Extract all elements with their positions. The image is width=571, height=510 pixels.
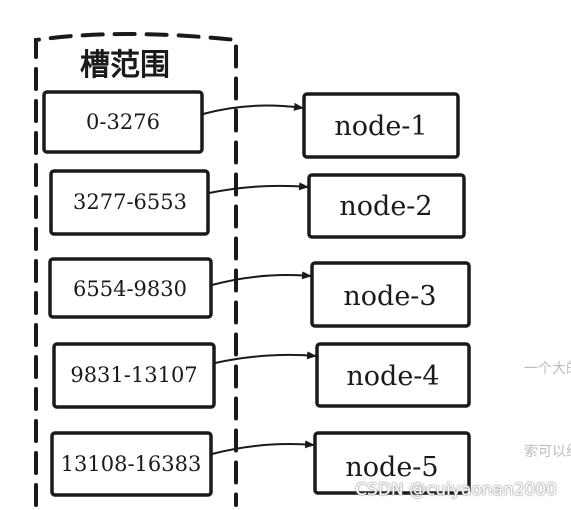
slot-range-box-3: 6554-9830: [48, 257, 213, 319]
slot-range-box-3-frame: [48, 257, 213, 319]
node-box-2: node-2: [307, 173, 466, 239]
slot-range-label-3: 6554-9830: [73, 277, 187, 301]
slot-range-label-4: 9831-13107: [70, 363, 197, 387]
background-text-fragment-1: 一个大的: [524, 361, 571, 377]
slot-range-box-4: 9831-13107: [52, 342, 216, 409]
node-label-1: node-1: [334, 111, 427, 142]
node-box-4: node-4: [315, 342, 471, 408]
arrow-2: [208, 182, 309, 194]
node-box-1: node-1: [302, 92, 460, 159]
node-box-5: node-5: [313, 431, 471, 495]
arrow-3: [211, 271, 312, 286]
arrow-5: [211, 440, 315, 455]
slot-range-box-5-frame: [50, 431, 213, 497]
arrow-4: [214, 351, 317, 364]
slot-range-box-5: 13108-16383: [50, 431, 213, 497]
node-box-3: node-3: [310, 261, 471, 328]
slot-range-box-2: 3277-6553: [49, 169, 210, 236]
node-label-5: node-5: [345, 452, 438, 483]
slot-range-box-1-frame: [42, 90, 204, 154]
slot-range-box-4-frame: [52, 342, 216, 409]
slot-group-dashed-border: [34, 32, 238, 507]
slot-range-label-1: 0-3276: [86, 110, 160, 134]
slot-range-box-1: 0-3276: [42, 90, 204, 154]
node-label-2: node-2: [339, 191, 432, 222]
slot-range-box-2-frame: [49, 169, 210, 236]
slot-range-label-5: 13108-16383: [61, 452, 202, 476]
node-box-2-frame: [307, 173, 466, 239]
node-box-5-frame: [313, 431, 471, 495]
arrow-1: [202, 102, 304, 115]
slot-group-title: 槽范围: [80, 48, 170, 83]
node-label-3: node-3: [343, 281, 436, 312]
slot-range-label-2: 3277-6553: [73, 190, 187, 214]
node-box-3-frame: [310, 261, 471, 328]
node-label-4: node-4: [346, 361, 439, 392]
background-text-fragment-2: 索可以组: [524, 444, 571, 460]
csdn-watermark: CSDN @cuiyaonan2000: [355, 480, 557, 500]
node-box-1-frame: [302, 92, 460, 159]
node-box-4-frame: [315, 342, 471, 408]
